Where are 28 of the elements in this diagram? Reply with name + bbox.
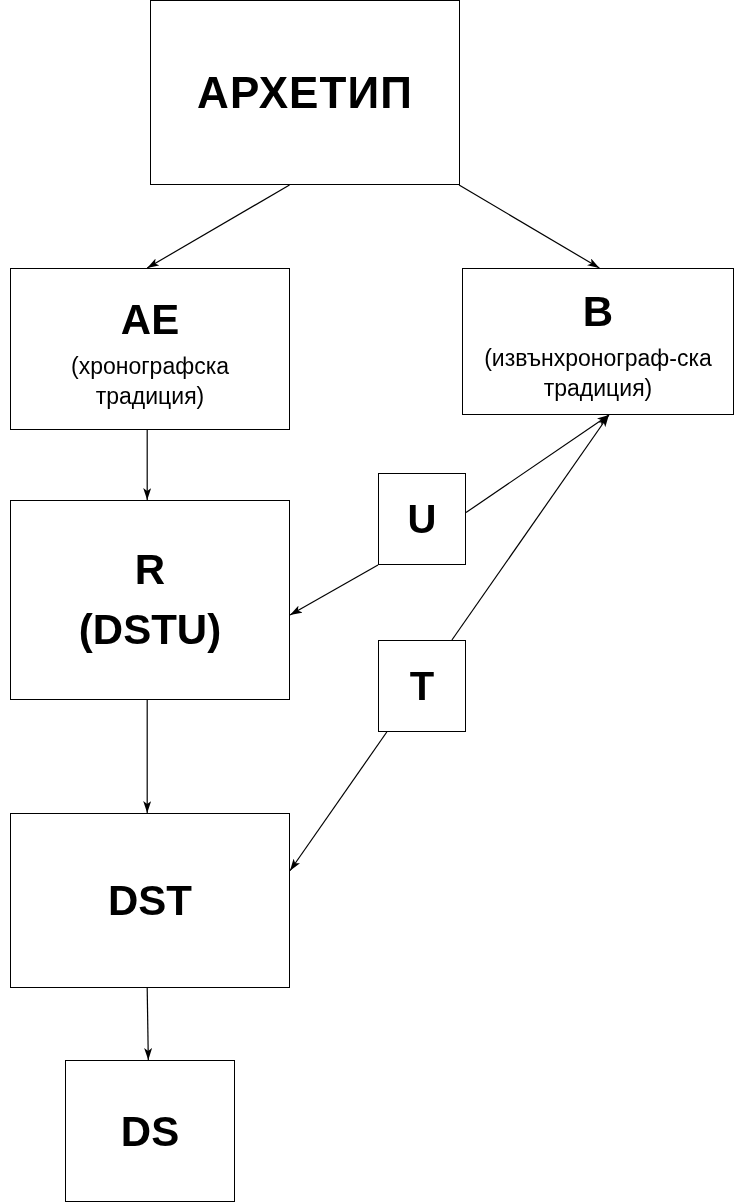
arrow (465, 414, 610, 514)
box-heading: U (407, 496, 437, 543)
text-box (378, 640, 466, 732)
text-box (10, 268, 290, 430)
text-box (10, 500, 290, 700)
text-box (65, 1060, 235, 1202)
arrow (451, 414, 610, 641)
arrow (144, 987, 153, 1061)
box-heading: DST (108, 876, 192, 926)
box-subtitle: (DSTU) (78, 605, 222, 655)
box-heading: AE (120, 294, 180, 345)
box-heading: T (409, 663, 435, 710)
box-subtitle: (хронографска традиция) (70, 351, 230, 411)
box-heading: B (582, 287, 614, 337)
arrow (289, 564, 379, 616)
arrow (146, 184, 291, 269)
text-box (10, 813, 290, 988)
arrow (458, 184, 600, 269)
box-heading: АРХЕТИП (197, 66, 413, 119)
text-box (378, 473, 466, 565)
arrow (289, 731, 388, 872)
arrow (143, 699, 152, 814)
box-heading: DS (120, 1106, 180, 1157)
arrow (143, 429, 152, 501)
box-subtitle: (извънхронограф-ска традиция) (483, 344, 713, 403)
box-heading: R (134, 545, 166, 595)
text-box (150, 0, 460, 185)
text-box (462, 268, 734, 415)
